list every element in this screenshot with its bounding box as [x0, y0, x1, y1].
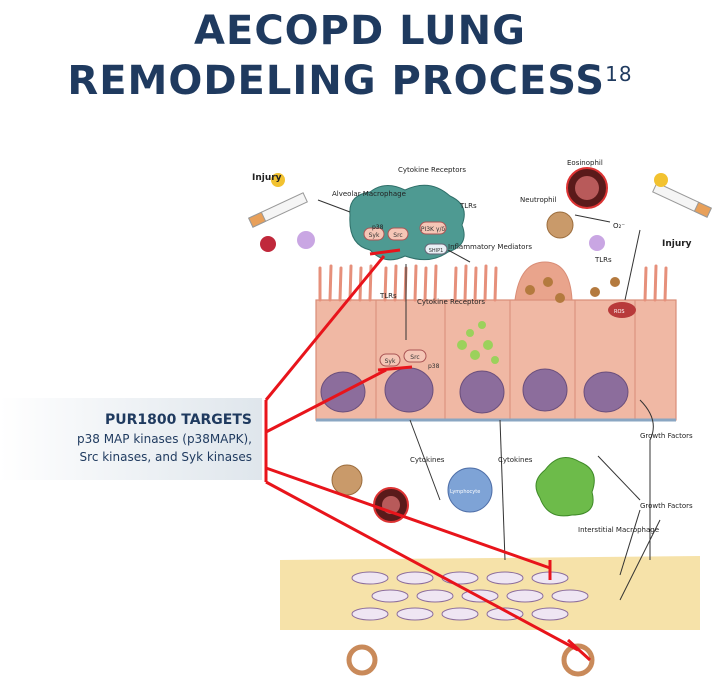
sun-particle-right-icon [654, 173, 668, 187]
tlrs-top-label: TLRs [459, 202, 477, 210]
targets-heading: PUR1800 TARGETS [104, 412, 252, 428]
cytokines-2-label: Cytokines [498, 456, 533, 464]
interstitial-macrophage-icon [535, 457, 595, 517]
targets-box: PUR1800 TARGETS p38 MAP kinases (p38MAPK… [0, 398, 262, 480]
epithelium [315, 261, 677, 422]
growth-factors-2-label: Growth Factors [640, 502, 693, 510]
interstitial-macrophage-label: Interstitial Macrophage [578, 526, 659, 534]
vessel-right-icon [561, 643, 595, 677]
epithelial-kinases: Syk Src p38 [379, 349, 440, 370]
syk-label-cell: Syk [385, 358, 396, 365]
p38-label-macrophage: p38 [372, 224, 384, 231]
targets-line-2: Src kinases, and Syk kinases [79, 450, 252, 464]
title-line-2: REMODELING PROCESS18 [0, 58, 710, 104]
pi3k-label: PI3K γ/δ [421, 226, 446, 233]
tlrs-right-label: TLRs [594, 256, 612, 264]
neutrophil-label: Neutrophil [520, 196, 557, 204]
smooth-muscle-layer [280, 556, 700, 630]
pathway-arrows [317, 199, 661, 601]
o2-label: O₂⁻ [613, 222, 625, 230]
src-label-macrophage: Src [393, 232, 402, 239]
alveolar-macrophage: Syk Src PI3K γ/δ SHIP1 [349, 184, 465, 261]
title-line-1: AECOPD LUNG [194, 8, 526, 54]
title-line-2-text: REMODELING PROCESS [67, 58, 606, 104]
target-pointer-lines [264, 248, 592, 662]
neutrophil-icon [546, 211, 574, 239]
lymphocyte-label: Lymphocyte [450, 489, 480, 495]
cigarette-right-icon [652, 182, 712, 218]
vessel-left-icon [346, 644, 378, 676]
sun-particle-icon [271, 173, 285, 187]
alveolar-macrophage-label: Alveolar Macrophage [332, 190, 406, 198]
growth-factors-1-label: Growth Factors [640, 432, 693, 440]
virus-purple-icon [297, 231, 315, 249]
cytokines-1-label: Cytokines [410, 456, 445, 464]
ship1-label: SHIP1 [429, 248, 444, 254]
cytokine-receptors-cell-label: Cytokine Receptors [417, 298, 485, 306]
virus-purple-right-icon [589, 235, 605, 251]
lymphocyte-icon [447, 467, 493, 513]
tlrs-cell-label: TLRs [379, 292, 397, 300]
title-reference: 18 [605, 62, 633, 86]
cytokine-receptors-top-label: Cytokine Receptors [398, 166, 466, 174]
cigarette-left-icon [248, 192, 308, 228]
neutrophil-lower-icon [331, 464, 363, 496]
ros-icon [608, 302, 636, 318]
injury-left-label: Injury [252, 173, 282, 183]
targets-line-1: p38 MAP kinases (p38MAPK), [77, 432, 252, 446]
inflammatory-mediators-label: Inflammatory Mediators [448, 243, 532, 251]
syk-label-macrophage: Syk [369, 232, 380, 239]
ros-label: ROS [614, 309, 625, 315]
p38-label-cell: p38 [428, 363, 440, 370]
injury-right-label: Injury [662, 239, 692, 249]
virus-icon [260, 236, 276, 252]
src-label-cell: Src [410, 354, 419, 361]
eosinophil-label: Eosinophil [567, 159, 603, 167]
